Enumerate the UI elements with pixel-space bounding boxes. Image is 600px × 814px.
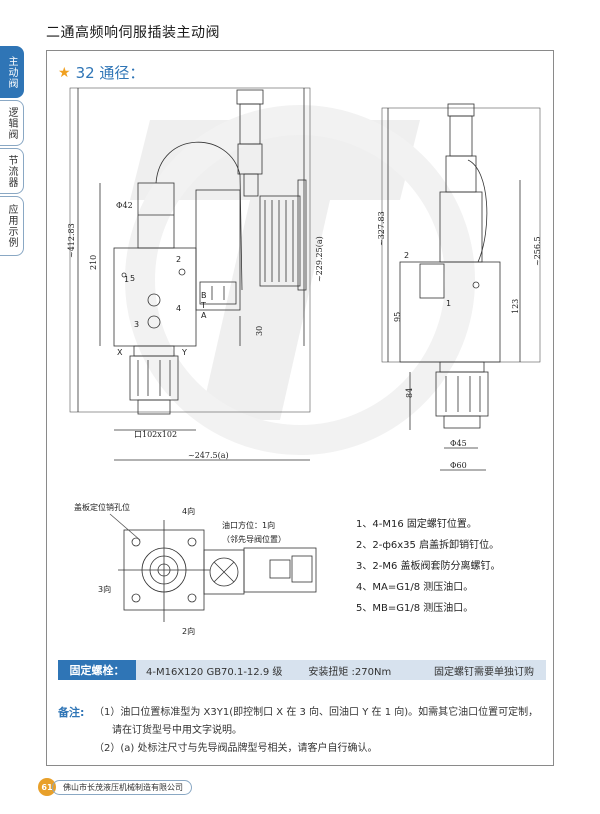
note-item: 2、2-ф6x35 启盖拆卸销钉位。 <box>356 540 500 551</box>
label-port-dir-note: （邻先导阀位置） <box>222 534 286 544</box>
top-pilot-valve <box>243 547 317 593</box>
dim-dia60: Φ60 <box>450 461 467 470</box>
dim-229: ~229.25(a) <box>315 236 324 282</box>
label-5: 5 <box>130 274 135 283</box>
dim-square: 口102x102 <box>134 430 177 439</box>
label-2: 2 <box>176 255 181 264</box>
tab-application[interactable]: 应用示例 <box>0 196 24 256</box>
remarks: 备注: （1）油口位置标准型为 X3Y1(即控制口 X 在 3 向、回油口 Y … <box>58 704 550 758</box>
tab-main-valve[interactable]: 主动阀 <box>0 46 24 98</box>
spec-label: 固定螺栓： <box>58 660 136 680</box>
dim-dia42: Φ42 <box>116 201 133 210</box>
overall-envelope <box>69 87 311 413</box>
dim-210: 210 <box>89 255 98 270</box>
note-item: 1、4-M16 固定螺钉位置。 <box>356 519 477 530</box>
label-t: T <box>200 301 206 310</box>
label-4: 4 <box>176 304 181 313</box>
spec-torque: 安装扭矩 :270Nm <box>308 666 392 678</box>
remark-line: （2）(a) 处标注尺寸与先导阀品牌型号相关，请客户自行确认。 <box>94 743 378 754</box>
label-pin-hole: 盖板定位销孔位 <box>74 502 130 512</box>
label-dir3: 3向 <box>98 584 111 594</box>
label-dir4: 4向 <box>182 506 195 516</box>
cable <box>155 141 243 291</box>
dim-side-overall: ~327.83 <box>377 211 386 246</box>
side-label-1: 1 <box>446 299 451 308</box>
dim-256: ~256.5 <box>533 236 542 266</box>
heat-sink <box>259 195 301 287</box>
star-icon: ★ <box>58 64 71 81</box>
tab-logic-valve[interactable]: 逻辑阀 <box>0 100 24 146</box>
label-b: B <box>201 291 207 300</box>
remark-line: （1）油口位置标准型为 X3Y1(即控制口 X 在 3 向、回油口 Y 在 1 … <box>94 707 539 718</box>
label-1: 1 <box>124 275 129 284</box>
dim-dia45: Φ45 <box>450 439 467 448</box>
top-view <box>109 513 317 622</box>
watermark-logo <box>125 105 475 455</box>
remark-line: 请在订货型号中用文字说明。 <box>112 725 242 736</box>
spec-bar: 固定螺栓： 4-M16X120 GB70.1-12.9 级 安装扭矩 :270N… <box>58 660 546 680</box>
section-heading: ★ 32 通径： <box>58 64 145 82</box>
front-view <box>69 87 311 461</box>
label-y: Y <box>181 348 187 357</box>
dim-30: 30 <box>255 326 264 336</box>
tab-throttle[interactable]: 节流器 <box>0 148 24 194</box>
dim-width: ~247.5(a) <box>188 451 229 460</box>
dim-123: 123 <box>511 299 520 314</box>
side-label-2: 2 <box>404 251 409 260</box>
note-item: 4、MA=G1/8 测压油口。 <box>356 582 474 593</box>
side-tab-nav: 主动阀 逻辑阀 节流器 应用示例 <box>0 46 24 258</box>
label-x: X <box>117 348 123 357</box>
page-number: 61 <box>38 778 56 796</box>
spec-order-note: 固定螺钉需要单独订购 <box>434 666 534 678</box>
company-name: 佛山市长茂液压机械制造有限公司 <box>52 779 192 795</box>
page-title: 二通高频响伺服插装主动阀 <box>46 25 220 41</box>
notes-list: 1、4-M16 固定螺钉位置。 2、2-ф6x35 启盖拆卸销钉位。 3、2-M… <box>356 514 501 619</box>
label-a: A <box>201 311 207 320</box>
content-frame <box>46 50 554 766</box>
label-port-dir: 油口方位：1向 <box>222 520 275 530</box>
label-3: 3 <box>134 320 139 329</box>
note-item: 3、2-M6 盖板阀套防分离螺钉。 <box>356 561 501 572</box>
dim-84: 84 <box>405 388 414 398</box>
footer: 61 佛山市长茂液压机械制造有限公司 <box>38 778 192 796</box>
note-item: 5、MB=G1/8 测压油口。 <box>356 603 474 614</box>
side-view <box>381 103 541 471</box>
spec-value: 4-M16X120 GB70.1-12.9 级 <box>146 666 283 678</box>
remarks-label: 备注: <box>58 706 85 719</box>
dim-95: 95 <box>393 312 402 322</box>
dim-overall-height: ~412.83 <box>67 223 76 258</box>
label-dir2: 2向 <box>182 626 195 636</box>
